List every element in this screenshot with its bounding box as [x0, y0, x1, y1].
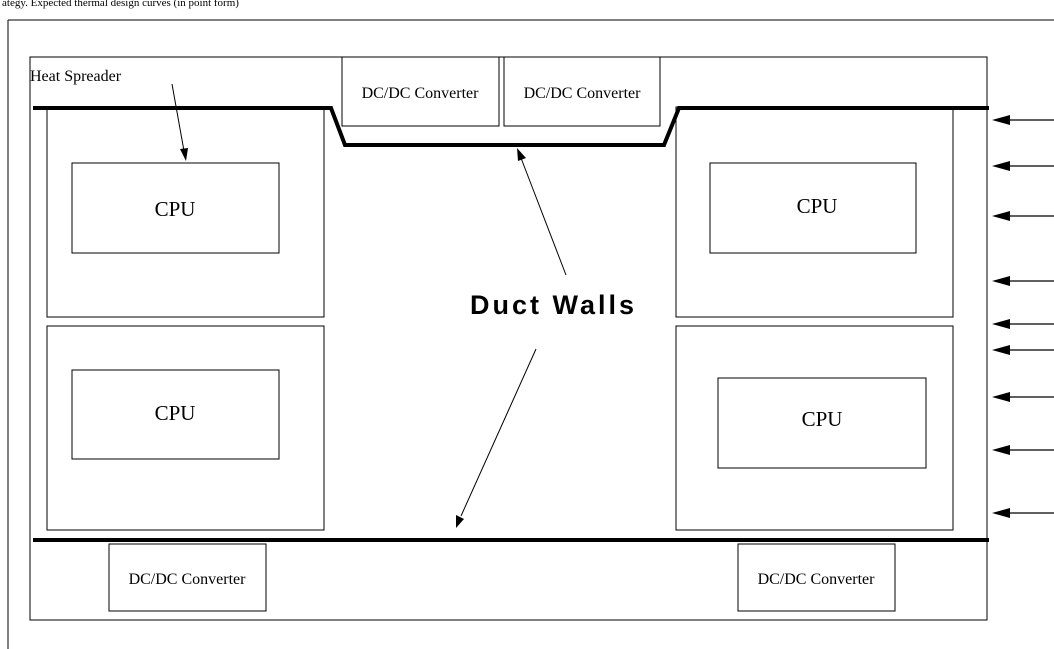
cpu-label-bottom-right: CPU [802, 407, 843, 431]
airflow-arrow-4 [992, 276, 1010, 286]
cpu-box-bottom-right [717, 377, 927, 469]
cpu-label-top-right: CPU [797, 194, 838, 218]
duct-walls-arrowhead-upper [517, 148, 526, 161]
caption-text: ategy. Expected thermal design curves (i… [2, 0, 239, 9]
duct-walls-arrowhead-lower [456, 515, 464, 528]
airflow-arrow-9 [992, 508, 1010, 518]
airflow-arrow-1 [992, 115, 1010, 125]
airflow-arrow-2 [992, 161, 1010, 171]
airflow-arrow-8 [992, 445, 1010, 455]
heat-spreader-pointer-line [171, 83, 185, 152]
cpu-label-top-left: CPU [155, 197, 196, 221]
heat-spreader-arrowhead [180, 148, 188, 161]
dcdc-converter-bottom-right [737, 543, 896, 612]
cpu-box-bottom-left [71, 369, 280, 460]
heat-spreader-label: Heat Spreader [30, 68, 122, 85]
cpu-box-top-right [709, 162, 917, 254]
dcdc-converter-label-bottom-right: DC/DC Converter [758, 571, 876, 588]
airflow-arrow-7 [992, 392, 1010, 402]
dcdc-converter-label-top-1: DC/DC Converter [362, 85, 480, 102]
cpu-label-bottom-left: CPU [155, 401, 196, 425]
heat-spreader-bottom-left [46, 325, 325, 531]
airflow-arrow-3 [992, 211, 1010, 221]
duct-wall-top [33, 106, 989, 147]
board-outline [29, 56, 988, 621]
dcdc-converter-bottom-left [108, 543, 267, 612]
duct-walls-pointer-upper [520, 157, 567, 276]
airflow-arrows [992, 115, 1054, 518]
cpu-box-top-left [71, 162, 280, 254]
dcdc-converter-top-2 [503, 56, 661, 127]
duct-walls-pointer-lower [460, 348, 537, 517]
airflow-arrow-5 [992, 319, 1010, 329]
dcdc-converter-label-bottom-left: DC/DC Converter [129, 571, 247, 588]
heat-spreader-bottom-right [675, 325, 954, 531]
dcdc-converter-label-top-2: DC/DC Converter [524, 85, 642, 102]
duct-walls-label: Duct Walls [470, 290, 637, 320]
dcdc-converter-top-1 [341, 56, 500, 127]
airflow-arrow-6 [992, 345, 1010, 355]
